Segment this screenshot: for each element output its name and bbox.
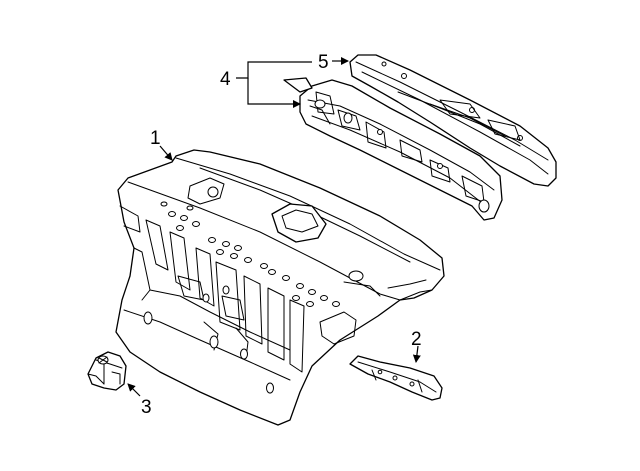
callout-4: 4 bbox=[220, 69, 231, 90]
leader-4-lower bbox=[247, 78, 301, 108]
callout-2: 2 bbox=[411, 329, 422, 350]
part-1-rear-body-panel bbox=[115, 149, 445, 426]
part-3-bracket bbox=[87, 351, 127, 391]
leader-2 bbox=[412, 345, 421, 363]
leader-1 bbox=[159, 145, 173, 161]
part-4-shelf-reinforcement bbox=[299, 79, 503, 221]
leader-lines bbox=[127, 57, 421, 397]
callout-3: 3 bbox=[141, 397, 152, 418]
part-5-upper-shelf-panel bbox=[349, 54, 557, 187]
callout-1: 1 bbox=[150, 128, 161, 149]
tray-holes bbox=[160, 201, 340, 307]
leader-4-upper bbox=[236, 61, 312, 79]
callout-5: 5 bbox=[318, 52, 329, 73]
leader-3 bbox=[127, 383, 141, 397]
callout-labels: 1 2 3 4 5 bbox=[141, 52, 422, 418]
part-2-bracket bbox=[349, 355, 443, 401]
